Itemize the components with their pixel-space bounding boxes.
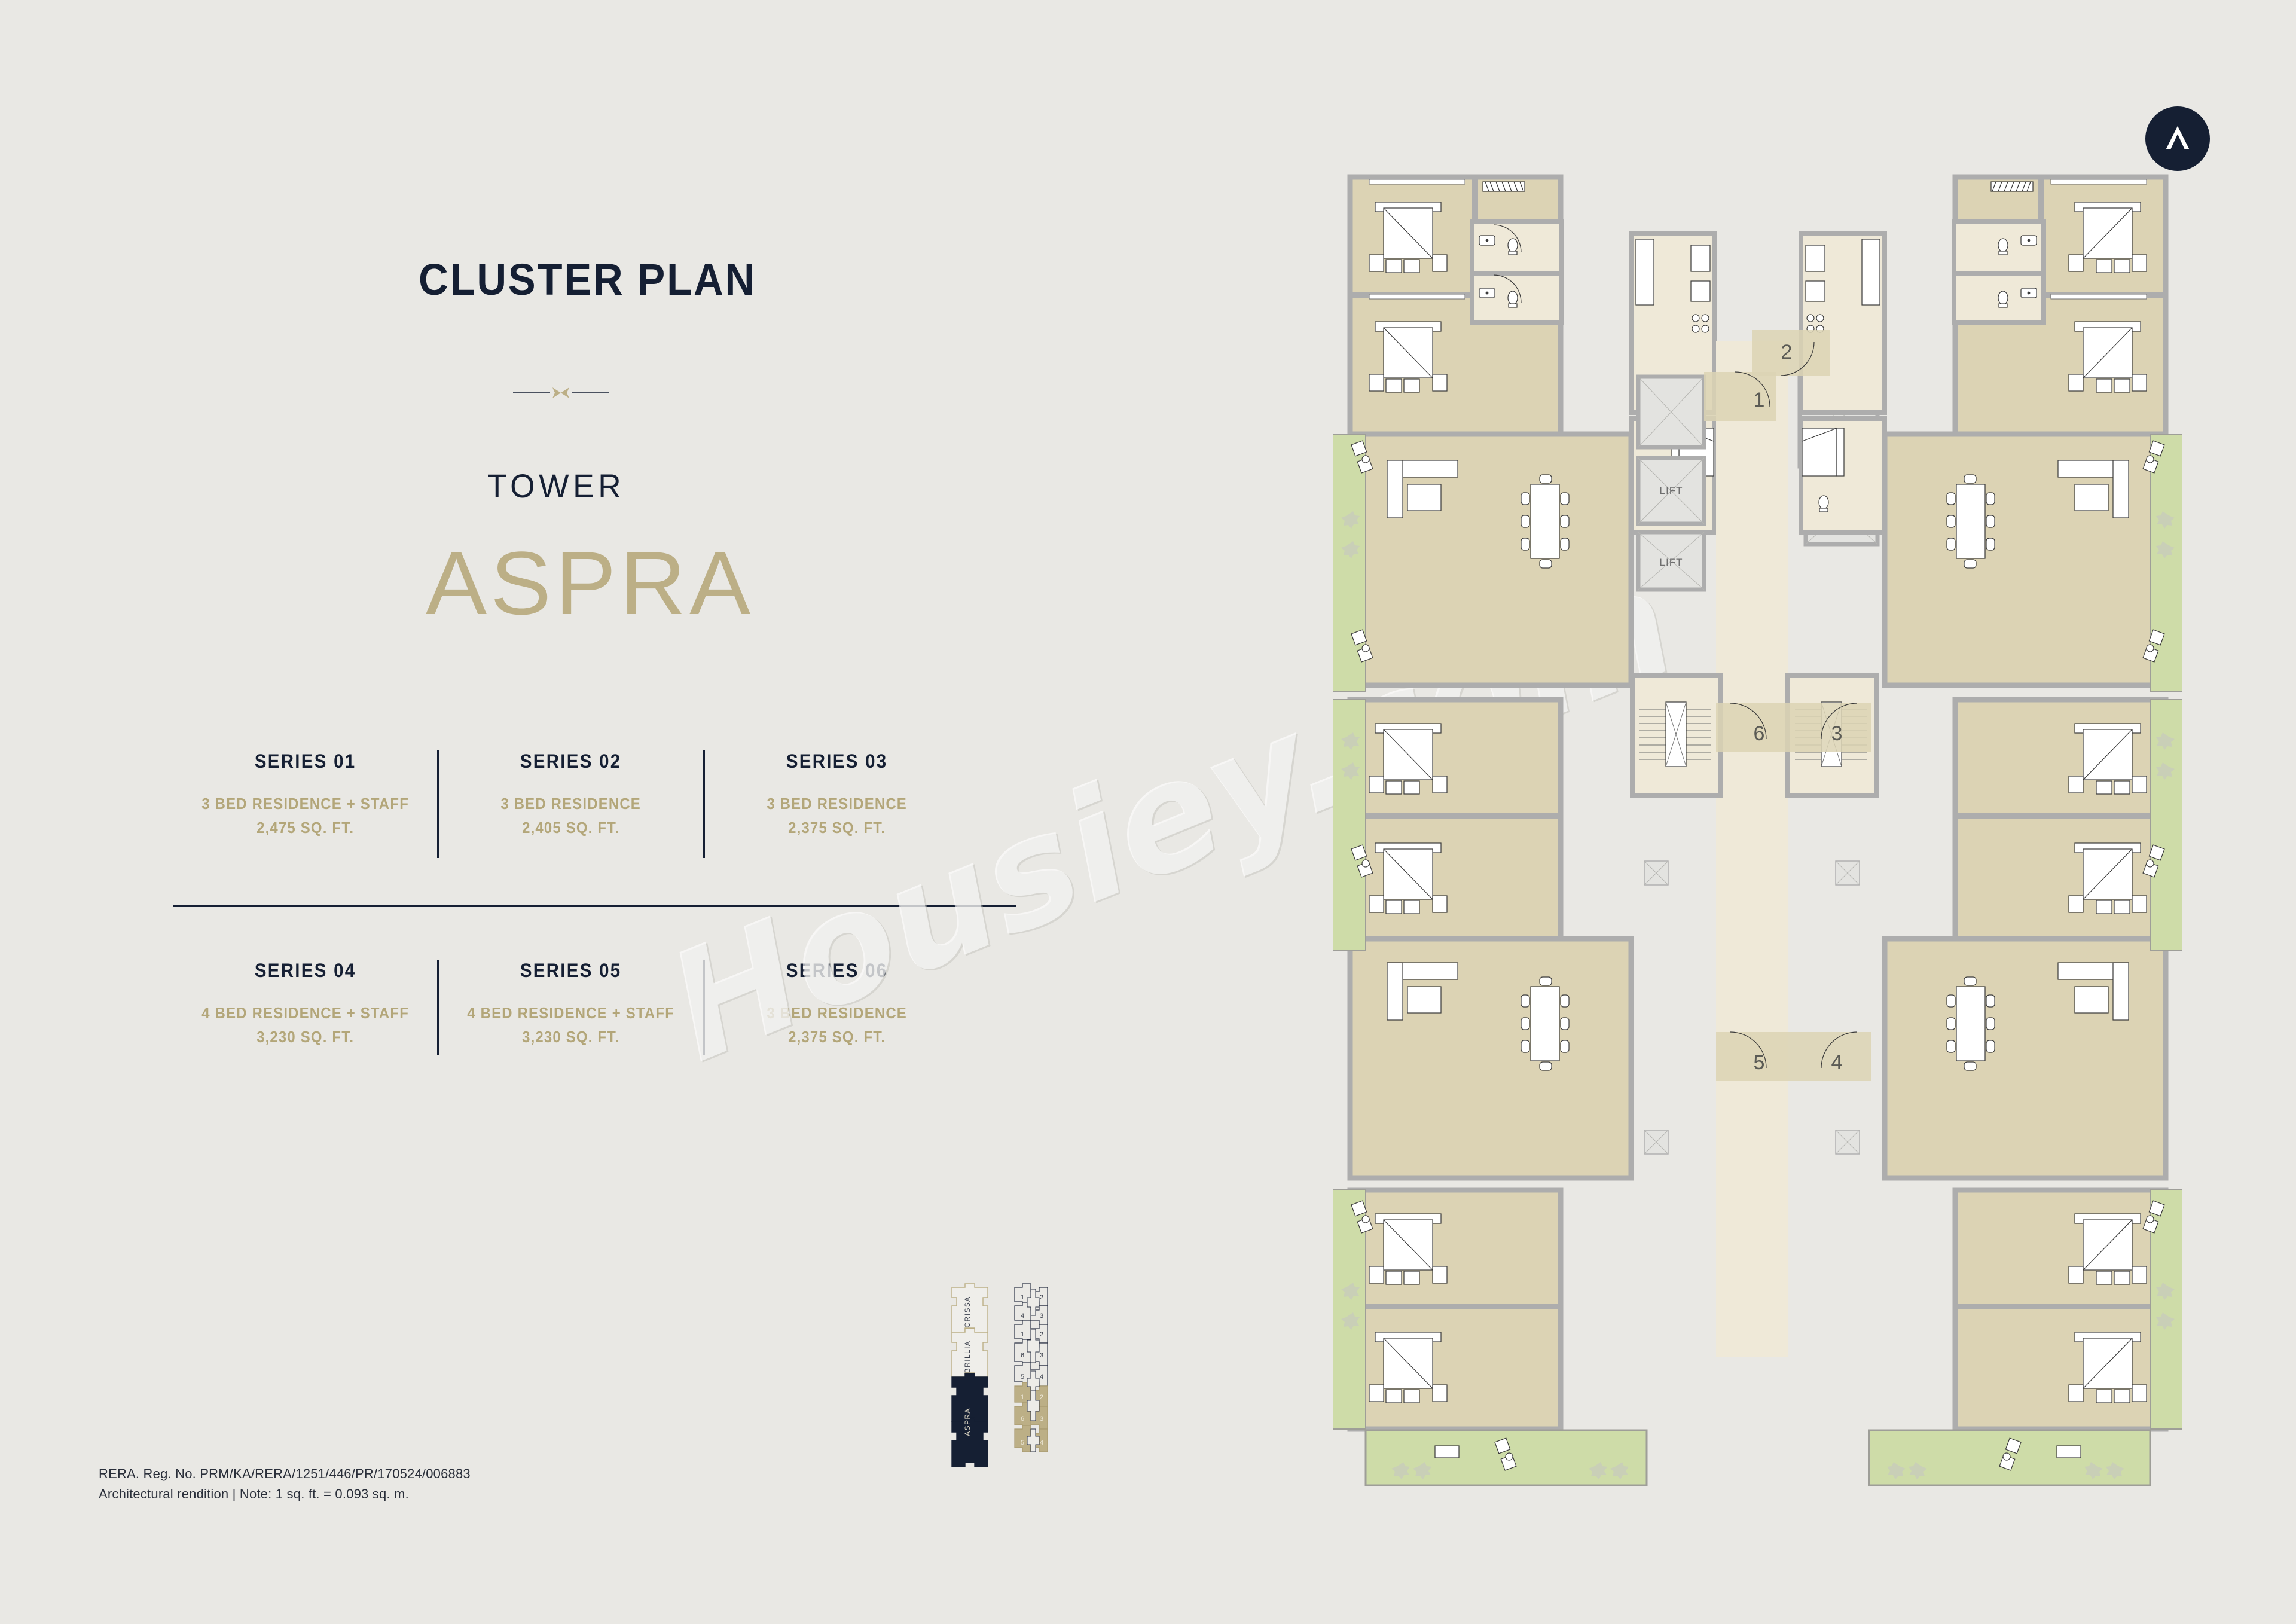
series-item: SERIES 02 3 BED RESIDENCE 2,405 SQ. FT. xyxy=(437,750,703,858)
page-title: CLUSTER PLAN xyxy=(419,255,756,304)
key-map-unit-number: 4 xyxy=(1040,1439,1043,1446)
plan-left-mid-bedrooms xyxy=(1347,697,1564,942)
key-map-unit-number: 1 xyxy=(1021,1294,1024,1301)
series-title: SERIES 06 xyxy=(786,960,888,981)
series-area: 2,475 SQ. FT. xyxy=(257,819,355,837)
key-map-tower-label: BRILLIA xyxy=(963,1341,972,1373)
plan-left-bottom-block xyxy=(1347,1187,1564,1432)
series-title: SERIES 03 xyxy=(786,750,888,772)
key-map-tower-aspra-highlighted: ASPRA xyxy=(951,1373,988,1467)
series-area: 2,375 SQ. FT. xyxy=(787,819,886,837)
left-info-panel: CLUSTER PLAN TOWER ASPRA SERIES 01 3 BED… xyxy=(0,0,1136,1624)
plan-left-balcony-lower xyxy=(1333,1189,1373,1430)
key-map-unit-number: 5 xyxy=(1021,1439,1024,1446)
plan-right-wing-mirror xyxy=(1799,174,2182,1486)
plan-left-balcony-upper xyxy=(1333,434,1373,692)
key-map-unit-number: 2 xyxy=(1040,1331,1043,1338)
key-map-tower-label: CRISSA xyxy=(963,1296,972,1327)
key-map-site-diagram: CRISSA BRILLIA ASPRA 1 2 xyxy=(928,1272,1071,1524)
key-map-tower-brillia: BRILLIA xyxy=(951,1328,988,1378)
footer-disclaimer: RERA. Reg. No. PRM/KA/RERA/1251/446/PR/1… xyxy=(99,1464,471,1504)
plan-unit-number-labels: 1 2 6 3 5 4 xyxy=(1704,330,1871,1081)
series-item: SERIES 06 3 BED RESIDENCE 2,375 SQ. FT. xyxy=(703,960,969,1055)
series-description: 4 BED RESIDENCE + STAFF xyxy=(201,1004,410,1022)
key-map-unit-number: 2 xyxy=(1040,1294,1043,1301)
key-map-unit-number: 6 xyxy=(1021,1415,1024,1422)
unit-number-label: 5 xyxy=(1754,1051,1765,1074)
series-title: SERIES 05 xyxy=(520,960,622,981)
unit-number-label: 3 xyxy=(1831,722,1843,745)
unit-number-label: 4 xyxy=(1831,1051,1843,1074)
plan-lift-left-upper xyxy=(1636,374,1706,450)
tower-label: TOWER xyxy=(487,467,625,505)
rera-registration-text: RERA. Reg. No. PRM/KA/RERA/1251/446/PR/1… xyxy=(99,1466,471,1481)
series-title: SERIES 01 xyxy=(254,750,356,772)
key-map-tower-crissa: CRISSA xyxy=(951,1283,988,1333)
lift-label: LIFT xyxy=(1660,485,1683,496)
series-description: 3 BED RESIDENCE xyxy=(767,795,907,813)
architectural-note-text: Architectural rendition | Note: 1 sq. ft… xyxy=(99,1486,409,1502)
series-area: 3,230 SQ. FT. xyxy=(522,1028,620,1046)
cluster-floor-plan-drawing: .w { fill:#ADADAD; } .rb { fill:#DCD3B4;… xyxy=(1333,161,2182,1531)
key-map-unit-diagram: 1 2 4 3 1 2 xyxy=(1014,1283,1048,1452)
series-title: SERIES 02 xyxy=(520,750,622,772)
brand-logo xyxy=(2145,106,2210,171)
series-item: SERIES 01 3 BED RESIDENCE + STAFF 2,475 … xyxy=(173,750,437,858)
plan-left-balcony-mid xyxy=(1333,699,1373,951)
key-map-tower-label: ASPRA xyxy=(963,1408,972,1436)
series-area: 2,405 SQ. FT. xyxy=(522,819,620,837)
series-item: SERIES 05 4 BED RESIDENCE + STAFF 3,230 … xyxy=(437,960,703,1055)
series-description: 3 BED RESIDENCE xyxy=(767,1004,907,1022)
key-map-unit-number: 1 xyxy=(1021,1331,1024,1338)
key-map-unit-number: 1 xyxy=(1021,1394,1024,1401)
series-title: SERIES 04 xyxy=(254,960,356,981)
series-item: SERIES 03 3 BED RESIDENCE 2,375 SQ. FT. xyxy=(703,750,969,858)
tower-name: ASPRA xyxy=(426,533,755,633)
bowtie-divider-icon xyxy=(513,386,609,400)
key-map-unit-number: 3 xyxy=(1040,1415,1043,1422)
plan-left-top-bathrooms xyxy=(1470,219,1564,325)
series-description: 4 BED RESIDENCE + STAFF xyxy=(467,1004,675,1022)
a-chevron-logo-icon xyxy=(2166,126,2190,149)
key-map-unit-number: 4 xyxy=(1021,1312,1024,1320)
unit-number-label: 6 xyxy=(1754,722,1765,745)
series-description: 3 BED RESIDENCE + STAFF xyxy=(201,795,410,813)
plan-lift-left-third: LIFT xyxy=(1636,530,1706,592)
plan-lift-left-lower: LIFT xyxy=(1636,456,1706,526)
series-area: 3,230 SQ. FT. xyxy=(257,1028,355,1046)
unit-number-label: 1 xyxy=(1754,389,1765,411)
plan-left-garden-terrace xyxy=(1364,1429,1648,1486)
key-map-unit-number: 4 xyxy=(1040,1373,1043,1381)
unit-number-label: 2 xyxy=(1781,341,1793,364)
series-description: 3 BED RESIDENCE xyxy=(500,795,642,813)
key-map-unit-number: 3 xyxy=(1040,1312,1043,1320)
plan-stair-left xyxy=(1630,673,1723,798)
svg-text:LIFT: LIFT xyxy=(1660,557,1683,568)
key-map-unit-number: 5 xyxy=(1021,1373,1024,1381)
series-legend-row-2: SERIES 04 4 BED RESIDENCE + STAFF 3,230 … xyxy=(173,960,969,1055)
key-map-unit-number: 3 xyxy=(1040,1352,1043,1359)
key-map-unit-number: 2 xyxy=(1040,1394,1043,1401)
legend-divider-rule xyxy=(173,905,1016,907)
series-item: SERIES 04 4 BED RESIDENCE + STAFF 3,230 … xyxy=(173,960,437,1055)
plan-central-core: LIFT LIFT LIFT xyxy=(1630,341,1880,1357)
plan-left-bottom-hall xyxy=(1350,1028,1631,1184)
key-map-unit-number: 6 xyxy=(1021,1352,1024,1359)
series-legend-row-1: SERIES 01 3 BED RESIDENCE + STAFF 2,475 … xyxy=(173,750,969,858)
plan-left-mid-hall xyxy=(1347,936,1634,1181)
series-area: 2,375 SQ. FT. xyxy=(787,1028,886,1046)
